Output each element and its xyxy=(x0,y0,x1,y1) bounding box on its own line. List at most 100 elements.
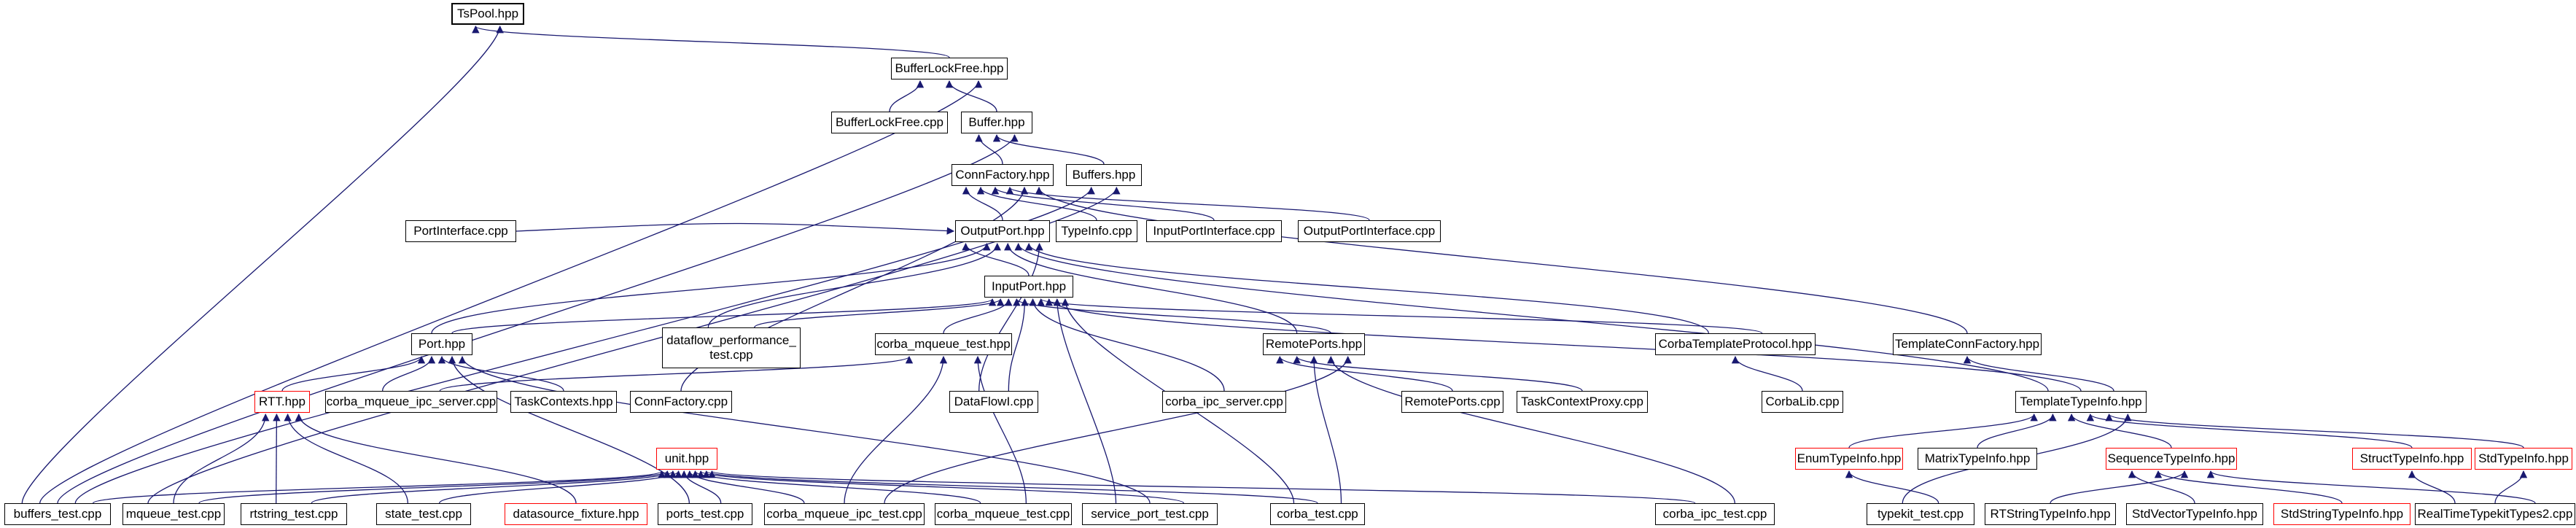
graph-node-portinterface_cpp[interactable]: PortInterface.cpp xyxy=(405,220,516,242)
graph-node-typekit_test[interactable]: typekit_test.cpp xyxy=(1867,503,1974,525)
graph-node-label: corba_mqueue_test.cpp xyxy=(936,507,1070,521)
graph-node-typeinfo_cpp[interactable]: TypeInfo.cpp xyxy=(1056,220,1137,242)
graph-node-dataflow_perf[interactable]: dataflow_performance_ test.cpp xyxy=(662,327,801,368)
graph-node-buffers_test[interactable]: buffers_test.cpp xyxy=(4,503,111,525)
graph-node-realtime_typekit2[interactable]: RealTimeTypekitTypes2.cpp xyxy=(2415,503,2575,525)
graph-node-sequence_typeinfo[interactable]: SequenceTypeInfo.hpp xyxy=(2106,448,2237,470)
include-edge-buffers_test-to-buffer_hpp xyxy=(57,133,1019,504)
graph-node-port_hpp[interactable]: Port.hpp xyxy=(411,333,472,355)
graph-node-label: TaskContexts.hpp xyxy=(514,395,613,409)
graph-node-blf_cpp[interactable]: BufferLockFree.cpp xyxy=(831,112,948,133)
graph-node-struct_typeinfo[interactable]: StructTypeInfo.hpp xyxy=(2352,448,2472,470)
include-edge-dataflow_perf-to-outputport_hpp xyxy=(707,242,1001,328)
graph-node-stdvector_typeinfo[interactable]: StdVectorTypeInfo.hpp xyxy=(2126,503,2263,525)
include-edge-dataflow_perf-to-inputport_hpp xyxy=(754,298,1005,328)
include-edge-sequence_typeinfo-to-template_typeinfo xyxy=(2068,413,2172,449)
graph-node-corba_test[interactable]: corba_test.cpp xyxy=(1270,503,1365,525)
include-edge-cm_ipc_test-to-cm_test_hpp xyxy=(844,355,948,504)
graph-node-label: corba_test.cpp xyxy=(1277,507,1358,521)
graph-node-label: CorbaLib.cpp xyxy=(1765,395,1840,409)
include-edge-std_typeinfo-to-template_typeinfo xyxy=(2105,413,2524,449)
graph-node-rtstring_typeinfo[interactable]: RTStringTypeInfo.hpp xyxy=(1985,503,2116,525)
graph-node-unit_hpp[interactable]: unit.hpp xyxy=(656,448,717,470)
graph-node-template_conn_factory[interactable]: TemplateConnFactory.hpp xyxy=(1893,333,2042,355)
graph-node-outputportinterface_cpp[interactable]: OutputPortInterface.cpp xyxy=(1298,220,1441,242)
graph-node-std_typeinfo[interactable]: StdTypeInfo.hpp xyxy=(2475,448,2572,470)
graph-node-service_port_test[interactable]: service_port_test.cpp xyxy=(1082,503,1218,525)
graph-node-enum_typeinfo[interactable]: EnumTypeInfo.hpp xyxy=(1795,448,1903,470)
graph-node-taskcontextproxy_cpp[interactable]: TaskContextProxy.cpp xyxy=(1517,391,1648,413)
include-edge-stdstring_typeinfo-to-sequence_typeinfo xyxy=(2154,470,2343,504)
include-edge-port_hpp-to-inputport_hpp xyxy=(451,298,996,334)
graph-node-corba_ipc_server[interactable]: corba_ipc_server.cpp xyxy=(1162,391,1286,413)
graph-node-label: MatrixTypeInfo.hpp xyxy=(1924,451,2031,466)
graph-node-label: StdVectorTypeInfo.hpp xyxy=(2131,507,2257,521)
graph-node-label: corba_ipc_test.cpp xyxy=(1662,507,1767,521)
graph-node-label: Port.hpp xyxy=(418,337,466,352)
graph-node-remoteports_hpp[interactable]: RemotePorts.hpp xyxy=(1263,333,1365,355)
graph-node-connfactory_cpp[interactable]: ConnFactory.cpp xyxy=(630,391,732,413)
graph-node-ports_test[interactable]: ports_test.cpp xyxy=(658,503,752,525)
graph-node-template_typeinfo[interactable]: TemplateTypeInfo.hpp xyxy=(2015,391,2147,413)
graph-node-rtt_hpp[interactable]: RTT.hpp xyxy=(254,391,310,413)
graph-node-rtstring_test[interactable]: rtstring_test.cpp xyxy=(241,503,347,525)
graph-node-buffers_hpp[interactable]: Buffers.hpp xyxy=(1066,164,1142,186)
include-edge-state_test-to-unit_hpp xyxy=(439,470,682,504)
include-edge-dataflowi_cpp-to-inputport_hpp xyxy=(1008,298,1029,392)
graph-node-label: InputPort.hpp xyxy=(991,279,1067,294)
include-edge-template_typeinfo-to-inputport_hpp xyxy=(1045,298,2082,392)
include-edge-struct_typeinfo-to-template_typeinfo xyxy=(2086,413,2413,449)
include-edge-remoteports_cpp-to-remoteports_hpp xyxy=(1276,355,1453,392)
graph-node-outputport_hpp[interactable]: OutputPort.hpp xyxy=(955,220,1050,242)
graph-node-label: mqueue_test.cpp xyxy=(125,507,222,521)
include-edge-matrix_typeinfo-to-template_typeinfo xyxy=(1977,413,2057,449)
graph-node-corba_template_protocol[interactable]: CorbaTemplateProtocol.hpp xyxy=(1655,333,1816,355)
graph-node-cm_ipc_test[interactable]: corba_mqueue_ipc_test.cpp xyxy=(764,503,925,525)
graph-node-state_test[interactable]: state_test.cpp xyxy=(376,503,471,525)
include-edge-corba_ipc_test-to-unit_hpp xyxy=(708,470,1696,504)
graph-node-datasource_fixture[interactable]: datasource_fixture.hpp xyxy=(505,503,647,525)
include-edge-remoteports_hpp-to-outputport_hpp xyxy=(1004,242,1298,334)
graph-node-label: corba_mqueue_ipc_test.cpp xyxy=(766,507,922,521)
include-edge-cm_ipc_server-to-port_hpp xyxy=(382,355,436,392)
include-edge-taskcontexts_hpp-to-port_hpp xyxy=(437,355,564,392)
graph-node-blf_hpp[interactable]: BufferLockFree.hpp xyxy=(891,58,1008,79)
graph-node-label: TaskContextProxy.cpp xyxy=(1521,395,1643,409)
graph-node-connfactory_hpp[interactable]: ConnFactory.hpp xyxy=(952,164,1054,186)
graph-node-mqueue_test[interactable]: mqueue_test.cpp xyxy=(122,503,225,525)
include-edge-buffers_test-to-tspool xyxy=(21,25,504,504)
graph-node-taskcontexts_hpp[interactable]: TaskContexts.hpp xyxy=(510,391,617,413)
include-edge-typekit_test-to-enum_typeinfo xyxy=(1845,470,1939,504)
graph-node-label: corba_mqueue_test.hpp xyxy=(876,337,1011,352)
include-edge-template_conn_factory-to-connfactory_hpp xyxy=(1035,186,1968,334)
graph-node-inputport_hpp[interactable]: InputPort.hpp xyxy=(984,276,1073,298)
graph-node-label: ports_test.cpp xyxy=(666,507,744,521)
graph-node-corba_ipc_test[interactable]: corba_ipc_test.cpp xyxy=(1655,503,1775,525)
graph-node-matrix_typeinfo[interactable]: MatrixTypeInfo.hpp xyxy=(1918,448,2037,470)
graph-node-cm_test_cpp[interactable]: corba_mqueue_test.cpp xyxy=(935,503,1072,525)
include-edge-port_hpp-to-outputport_hpp xyxy=(431,242,991,334)
graph-node-label: dataflow_performance_ test.cpp xyxy=(666,333,796,362)
graph-node-stdstring_typeinfo[interactable]: StdStringTypeInfo.hpp xyxy=(2273,503,2410,525)
include-edge-mqueue_test-to-buffers_hpp xyxy=(147,186,1121,504)
include-edge-enum_typeinfo-to-template_typeinfo xyxy=(1848,413,2038,449)
graph-node-label: BufferLockFree.cpp xyxy=(835,115,944,130)
graph-node-corbalib_cpp[interactable]: CorbaLib.cpp xyxy=(1762,391,1843,413)
graph-node-label: EnumTypeInfo.hpp xyxy=(1797,451,1902,466)
graph-node-cm_ipc_server[interactable]: corba_mqueue_ipc_server.cpp xyxy=(325,391,497,413)
graph-node-buffer_hpp[interactable]: Buffer.hpp xyxy=(961,112,1032,133)
graph-node-inputportinterface_cpp[interactable]: InputPortInterface.cpp xyxy=(1146,220,1282,242)
include-edge-cm_test_cpp-to-cm_test_hpp xyxy=(973,355,1027,504)
include-edge-buffers_test-to-blf_hpp xyxy=(39,79,983,504)
graph-node-remoteports_cpp[interactable]: RemotePorts.cpp xyxy=(1401,391,1503,413)
graph-node-cm_test_hpp[interactable]: corba_mqueue_test.hpp xyxy=(875,333,1012,355)
include-edge-service_port_test-to-inputport_hpp xyxy=(1053,298,1117,504)
include-edge-typeinfo_cpp-to-connfactory_hpp xyxy=(976,186,1097,221)
graph-node-label: RemotePorts.hpp xyxy=(1265,337,1363,352)
include-edge-template_typeinfo-to-outputport_hpp xyxy=(1014,242,2049,392)
graph-node-label: OutputPortInterface.cpp xyxy=(1303,224,1436,238)
include-edge-buffers_hpp-to-buffer_hpp xyxy=(992,133,1105,165)
graph-node-dataflowi_cpp[interactable]: DataFlowI.cpp xyxy=(949,391,1038,413)
